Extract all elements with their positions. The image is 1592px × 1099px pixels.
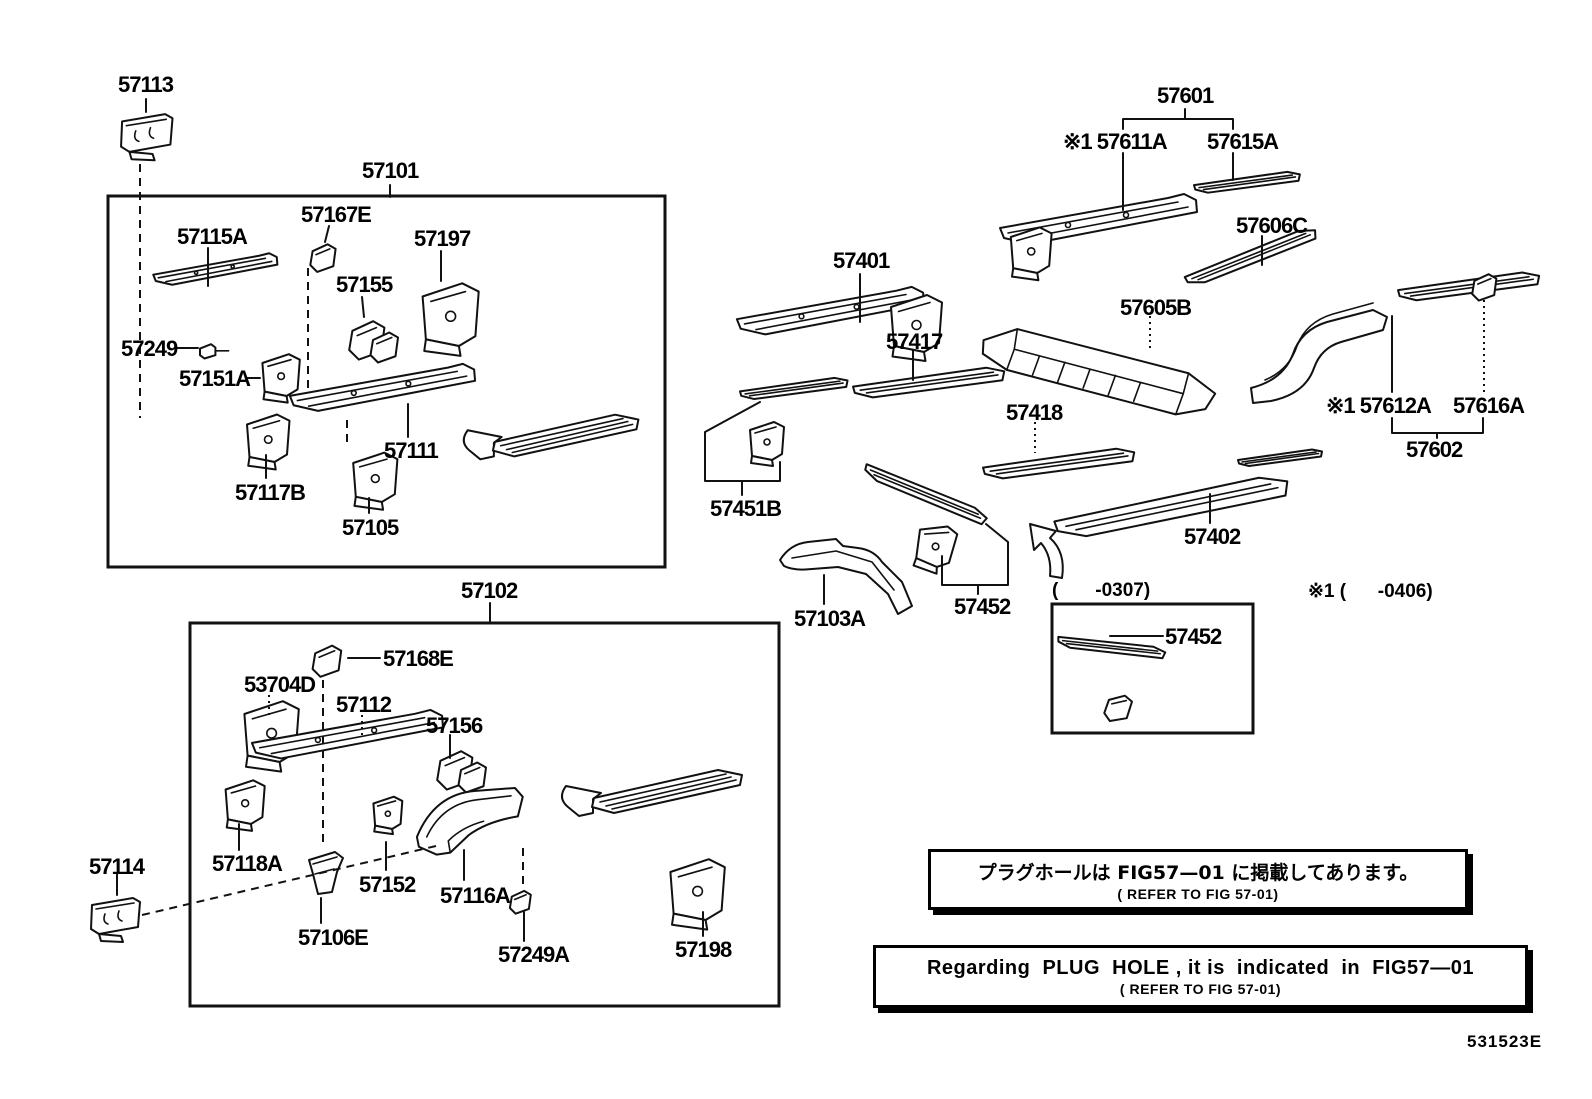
part-label-57155: 57155: [336, 272, 393, 297]
part-label-57611A: ※1 57611A: [1063, 129, 1168, 154]
part-drawing-57418: [982, 447, 1136, 480]
part-label-57156: 57156: [426, 713, 483, 738]
part-drawing-57114: [90, 897, 141, 943]
part-label-57167E: 57167E: [301, 202, 372, 227]
part-label-57118A: 57118A: [212, 851, 283, 876]
part-drawing-57167E: [309, 243, 337, 274]
part-label-57602: 57602: [1406, 437, 1463, 462]
part-label-57605B: 57605B: [1120, 295, 1192, 320]
leader-lines: [116, 98, 1485, 942]
assembly-boxes: [106, 194, 1255, 1008]
part-drawing-57118A: [224, 779, 266, 833]
part-label-57168E: 57168E: [383, 646, 454, 671]
part-drawing-57615A: [1193, 171, 1301, 194]
part-label-53704D: 53704D: [244, 672, 316, 697]
part-drawing-57611A-bracket: [1009, 226, 1053, 282]
part-label-57115A: 57115A: [177, 224, 248, 249]
part-drawing-57249: [198, 343, 230, 360]
part-drawings: [90, 113, 1540, 943]
part-label-57615A: 57615A: [1207, 129, 1279, 154]
part-drawing-57616A: [1397, 271, 1540, 302]
part-drawing-57451B: [739, 377, 849, 400]
annotation-variant-0406: ※1 ( -0406): [1308, 581, 1433, 602]
part-drawing-57612A: [1250, 302, 1388, 404]
part-label-57401: 57401: [833, 248, 890, 273]
part-label-57417: 57417: [886, 329, 943, 354]
part-label-57601: 57601: [1157, 83, 1214, 108]
part-label-57198: 57198: [675, 937, 732, 962]
assembly-box-57452-early: [1050, 602, 1255, 735]
part-label-57112: 57112: [336, 692, 392, 717]
part-drawing-57111: [288, 362, 476, 412]
part-label-57249A: 57249A: [498, 942, 570, 967]
part-drawing-member-extension-rh: [560, 769, 743, 817]
part-drawing-57103A-detail: [792, 551, 894, 590]
plug-hole-note-english-ref: ( REFER TO FIG 57-01): [1119, 980, 1282, 997]
part-drawing-57106E: [308, 851, 344, 895]
part-drawing-57452-early: [1055, 623, 1167, 672]
part-drawing-57198: [668, 857, 727, 932]
part-label-57197: 57197: [414, 226, 471, 251]
figure-code: 531523E: [1467, 1032, 1543, 1051]
part-label-57106E: 57106E: [298, 925, 369, 950]
part-drawing-57451B-bracket: [749, 421, 785, 467]
part-label-57114: 57114: [89, 854, 145, 879]
part-label-57606C: 57606C: [1236, 213, 1308, 238]
part-drawing-57452-early-clip: [1101, 691, 1134, 726]
part-label-57117B: 57117B: [235, 480, 306, 505]
direction-arrow-icon: [1030, 524, 1063, 578]
part-label-57151A: 57151A: [179, 366, 251, 391]
part-drawing-57103A: [780, 539, 912, 614]
part-drawing-57152: [372, 795, 404, 835]
part-label-57612A: ※1 57612A: [1326, 393, 1432, 418]
plug-hole-note-english: Regarding PLUG HOLE , it is indicated in…: [873, 945, 1528, 1008]
part-label-57418: 57418: [1006, 400, 1063, 425]
part-drawing-57452-bracket: [910, 519, 960, 578]
part-label-57452b: 57452: [1165, 624, 1222, 649]
part-label-57103A: 57103A: [794, 606, 866, 631]
part-label-57101: 57101: [362, 158, 419, 183]
part-label-57452: 57452: [954, 594, 1011, 619]
plug-hole-note-japanese-text: プラグホールは FIG57—01 に掲載してあります。: [977, 861, 1419, 884]
plug-hole-note-japanese-ref: ( REFER TO FIG 57-01): [1117, 885, 1279, 902]
part-drawing-sill-fragment: [1237, 449, 1323, 467]
annotation-variant-0307: ( -0307): [1052, 580, 1151, 601]
part-drawing-57168E: [311, 644, 343, 679]
part-label-57116A: 57116A: [440, 883, 511, 908]
part-label-57249: 57249: [121, 336, 178, 361]
part-drawing-member-extension-lh: [462, 413, 640, 461]
part-drawing-57417: [852, 366, 1006, 399]
part-drawing-57402: [1050, 474, 1292, 540]
part-drawing-57249A: [508, 889, 532, 915]
part-drawing-57113: [120, 113, 174, 162]
part-label-57111: 57111: [384, 438, 439, 463]
part-label-57113: 57113: [118, 72, 174, 97]
part-drawing-57115A: [152, 252, 278, 286]
assembly-box-57101: [106, 194, 667, 569]
part-label-57616A: 57616A: [1453, 393, 1525, 418]
part-drawing-57117B: [245, 413, 291, 471]
assembly-box-57102: [188, 621, 781, 1008]
part-label-57402: 57402: [1184, 524, 1241, 549]
part-drawing-57197: [420, 281, 481, 358]
part-label-57105: 57105: [342, 515, 399, 540]
part-label-57451B: 57451B: [710, 496, 782, 521]
plug-hole-note-japanese: プラグホールは FIG57—01 に掲載してあります。 ( REFER TO F…: [928, 849, 1468, 910]
part-label-57102: 57102: [461, 578, 518, 603]
part-drawing-57452: [861, 449, 990, 539]
plug-hole-note-english-text: Regarding PLUG HOLE , it is indicated in…: [926, 956, 1475, 979]
part-drawing-57116A: [415, 786, 524, 856]
part-label-57152: 57152: [359, 872, 416, 897]
